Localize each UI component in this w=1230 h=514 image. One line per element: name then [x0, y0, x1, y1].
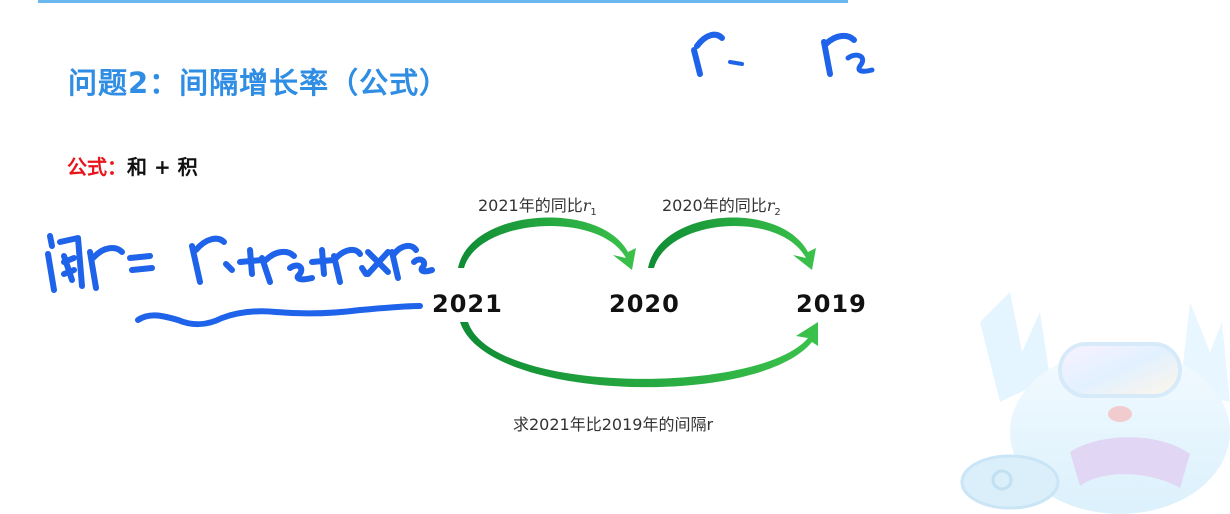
label-r2-symbol: r — [766, 196, 775, 215]
arrow-2021-to-2019 — [460, 322, 818, 388]
mascot-illustration — [960, 292, 1230, 514]
label-2021-yoy-text: 2021年的同比 — [478, 196, 583, 215]
label-2021-yoy: 2021年的同比r1 — [478, 192, 597, 218]
formula-line: 公式：和 + 积 — [67, 151, 198, 180]
label-2020-yoy-text: 2020年的同比 — [662, 196, 767, 215]
page-title: 问题2：间隔增长率（公式） — [68, 66, 450, 100]
label-r2-sub: 2 — [774, 207, 781, 219]
arrow-2021-to-2020 — [458, 217, 636, 270]
label-r1-symbol: r — [582, 196, 591, 215]
bottom-question-label: 求2021年比2019年的间隔r — [513, 415, 714, 434]
formula-label: 公式： — [67, 155, 127, 179]
year-2019: 2019 — [796, 290, 867, 318]
top-divider — [38, 0, 848, 3]
formula-value: 和 + 积 — [127, 155, 198, 179]
label-2020-yoy: 2020年的同比r2 — [662, 192, 781, 218]
year-2020: 2020 — [609, 290, 680, 318]
label-r1-sub: 1 — [590, 207, 597, 219]
year-2021: 2021 — [432, 290, 503, 318]
arrow-2020-to-2019 — [648, 217, 816, 270]
